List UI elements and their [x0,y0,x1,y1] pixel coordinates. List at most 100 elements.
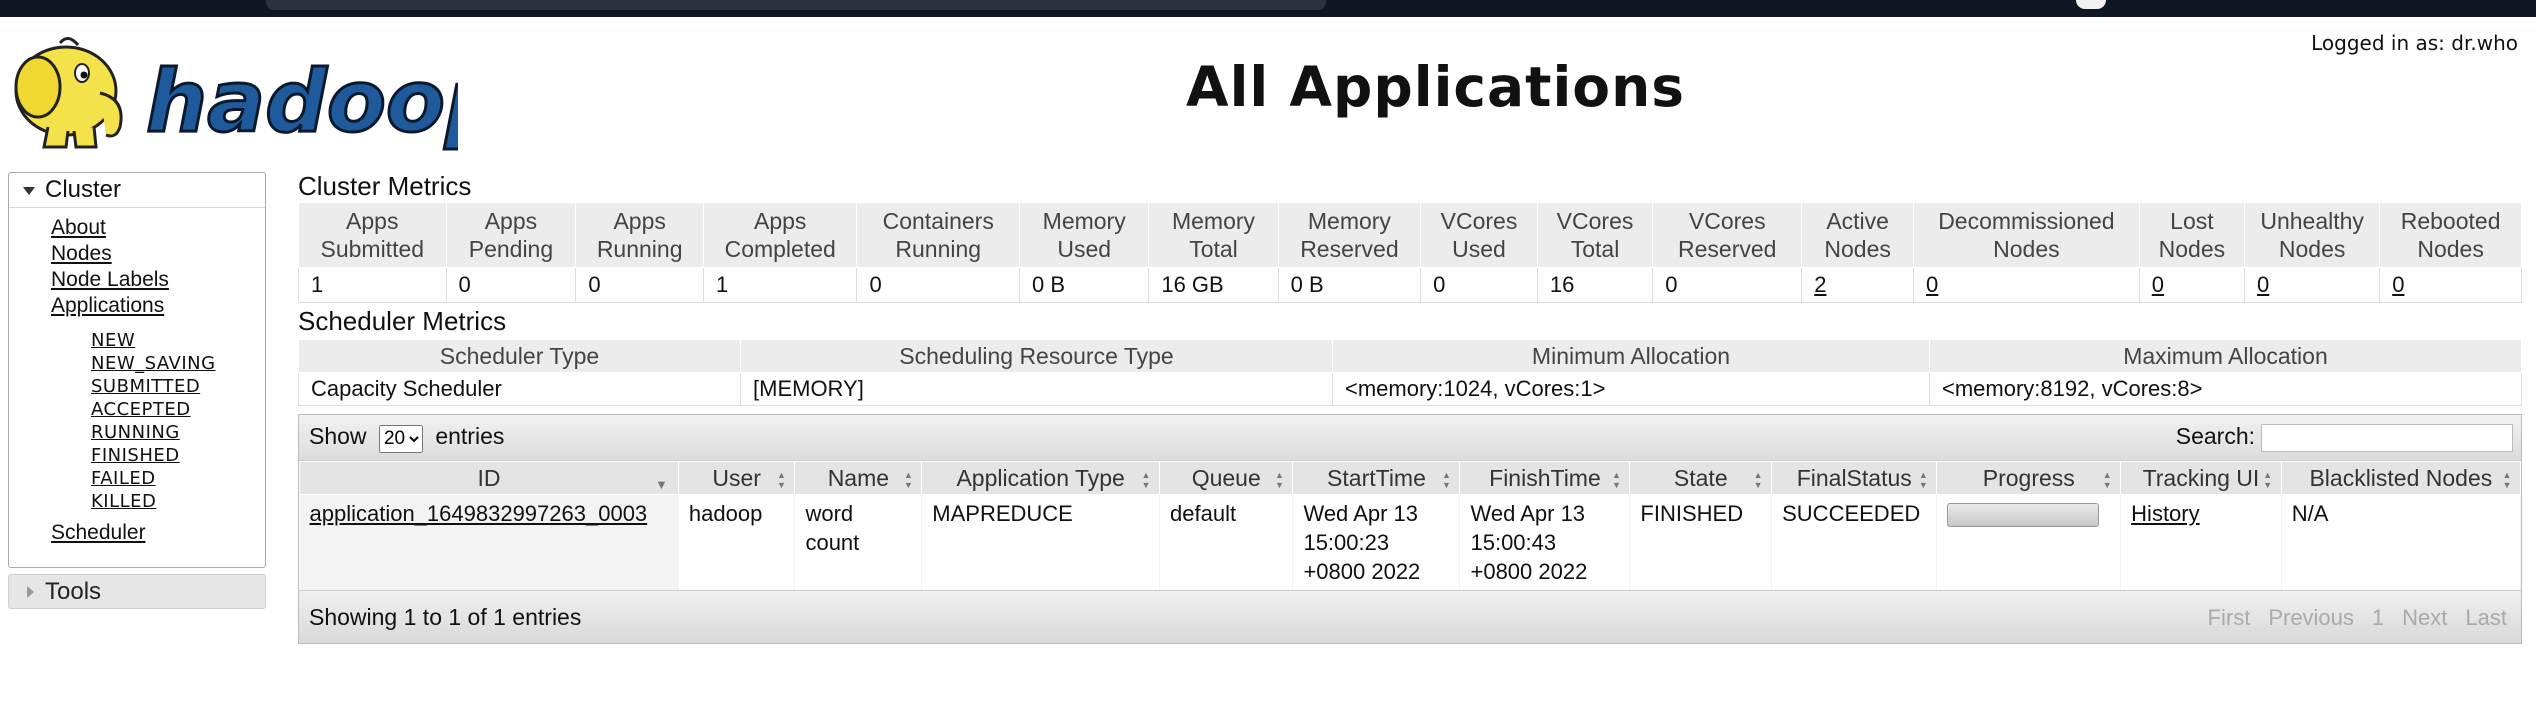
pager-button[interactable]: Next [2402,605,2448,630]
app-state-link-new[interactable]: NEW [91,330,136,351]
cluster-nav-header[interactable]: Cluster [9,173,265,208]
cluster-metric-header-line: VCores [1556,208,1634,234]
search-input[interactable] [2261,423,2513,452]
app-state-link-failed[interactable]: FAILED [91,468,156,489]
tracking-ui-link[interactable]: History [2131,501,2200,526]
pager-button[interactable]: 1 [2371,605,2385,630]
app-state-link-new-saving[interactable]: NEW_SAVING [91,353,216,374]
pager-button[interactable]: First [2207,605,2251,630]
sort-icon: ▲▼ [1611,470,1622,490]
pager-button[interactable]: Last [2465,605,2507,630]
sort-icon: ▲▼ [2502,470,2512,490]
scheduler-metrics-table: Scheduler Type Scheduling Resource Type … [298,339,2522,406]
cluster-metric-header-line: Total [1570,236,1620,262]
cluster-metric-value: 0 [1913,267,2140,303]
app-state-link-finished[interactable]: FINISHED [91,445,180,466]
profile-icon[interactable] [2076,0,2106,9]
column-header[interactable]: Application Type▲▼ [921,461,1161,495]
column-header[interactable]: User▲▼ [677,461,796,495]
sched-value-type: Capacity Scheduler [298,372,741,406]
table-controls: Show 20 entries Search: [299,415,2521,461]
sidebar-link-scheduler[interactable]: Scheduler [51,521,146,544]
sort-icon: ▲▼ [1141,470,1152,490]
sidebar-link-nodes[interactable]: Nodes [51,242,112,265]
column-header[interactable]: StartTime▲▼ [1292,461,1461,495]
cluster-metric-header-line: Decommissioned [1938,208,2115,234]
cell-progress [1936,494,2122,590]
cluster-metric-value-link[interactable]: 0 [2392,272,2405,297]
sched-value-resource-type: [MEMORY] [740,372,1333,406]
app-state-link-running[interactable]: RUNNING [91,422,180,443]
browser-address-bar[interactable] [266,0,1326,10]
column-header[interactable]: FinishTime▲▼ [1459,461,1631,495]
column-header[interactable]: Tracking UI▲▼ [2120,461,2282,495]
cluster-metric-value-link[interactable]: 0 [1926,272,1939,297]
cluster-metric-value: 2 [1801,267,1915,303]
column-header[interactable]: Blacklisted Nodes▲▼ [2280,461,2522,495]
cell-blacklisted: N/A [2281,494,2522,590]
cluster-links: About Nodes Node Labels Applications NEW… [51,215,216,513]
sort-icon: ▲▼ [2102,470,2113,490]
cluster-metric-value: 0 B [1019,267,1150,303]
application-id-link[interactable]: application_1649832997263_0003 [309,501,648,526]
scheduler-metrics-title: Scheduler Metrics [298,306,507,336]
search-control: Search: [2176,423,2513,452]
sched-header-max-allocation: Maximum Allocation [1929,339,2522,373]
page-length-select[interactable]: 20 [378,424,423,453]
column-header[interactable]: Queue▲▼ [1159,461,1294,495]
sort-icon: ▲▼ [1274,470,1285,490]
browser-toolbar [0,0,2536,17]
cluster-metric-header-line: Memory [1307,208,1391,234]
cell-type: MAPREDUCE [921,494,1161,590]
applications-table-wrapper: Show 20 entries Search: ID▼User▲▼Name▲▼A… [298,414,2522,644]
cluster-metric-header-line: Rebooted [2400,208,2501,234]
sidebar-link-applications[interactable]: Applications [51,294,165,317]
cluster-metric-header-line: Apps [484,208,538,234]
entries-label: entries [435,423,505,449]
column-header[interactable]: ID▼ [299,461,679,495]
cluster-metric-header-line: Apps [346,208,399,234]
app-state-link-accepted[interactable]: ACCEPTED [91,399,191,420]
app-state-link-submitted[interactable]: SUBMITTED [91,376,201,397]
cluster-metric-value: 16 GB [1148,267,1279,303]
sort-icon: ▲▼ [776,470,787,490]
cluster-metric-header-line: Reserved [1678,236,1777,262]
cluster-nav-panel: Cluster About Nodes Node Labels Applicat… [8,172,266,568]
logo-wordmark: hadoop [146,52,458,152]
sort-icon: ▲▼ [1753,470,1764,490]
cluster-metric-value: 0 [2379,267,2522,303]
page-header: hadoop All Applications Logged in as: dr… [0,17,2536,160]
cluster-metric-value: 1 [702,267,858,303]
sidebar-link-node-labels[interactable]: Node Labels [51,268,169,291]
pager-button[interactable]: Previous [2268,605,2354,630]
pagination: First Previous 1 Next Last [2190,605,2507,631]
tools-nav-header[interactable]: Tools [8,574,266,609]
cluster-metric-header-line: Unhealthy [2260,208,2364,234]
sched-value-max-allocation: <memory:8192, vCores:8> [1929,372,2522,406]
sidebar-link-about[interactable]: About [51,216,106,239]
cluster-metric-header-line: Running [895,236,982,262]
cluster-metric-value-link[interactable]: 0 [2257,272,2270,297]
cluster-metric-header-line: VCores [1440,208,1518,234]
logged-in-user: Logged in as: dr.who [2311,31,2518,55]
cluster-metric-header-line: Total [1189,236,1238,262]
column-header[interactable]: Name▲▼ [794,461,923,495]
column-header[interactable]: State▲▼ [1629,461,1773,495]
app-state-link-killed[interactable]: KILLED [91,491,157,512]
column-header[interactable]: FinalStatus▲▼ [1771,461,1938,495]
cell-start: Wed Apr 13 15:00:23 +0800 2022 [1292,494,1461,590]
column-header[interactable]: Progress▲▼ [1936,461,2122,495]
cluster-metric-value-link[interactable]: 2 [1814,272,1827,297]
show-label: Show [309,423,367,449]
cluster-metric-value-link[interactable]: 0 [2151,272,2164,297]
sched-header-type: Scheduler Type [298,339,741,373]
sort-icon: ▲▼ [1441,470,1452,490]
